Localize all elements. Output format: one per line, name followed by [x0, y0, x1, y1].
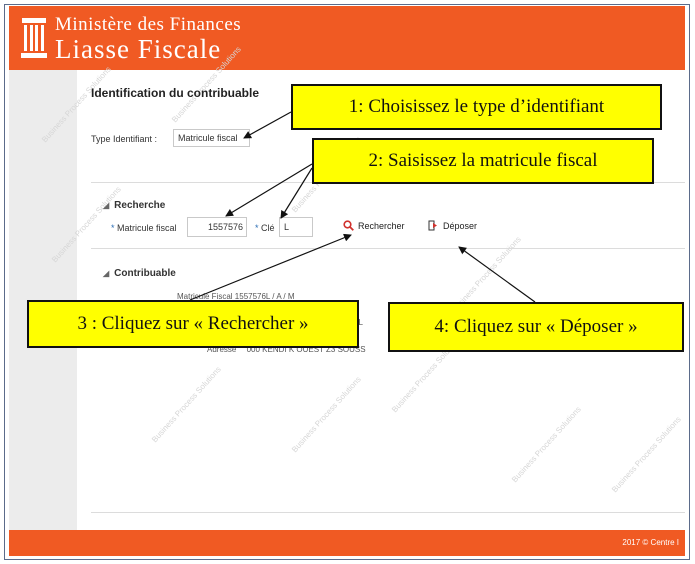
adresse-label: Adresse	[207, 345, 237, 354]
deposer-button-label: Déposer	[443, 220, 478, 231]
rechercher-button[interactable]: Rechercher	[343, 220, 405, 231]
app-footer: 2017 © Centre I	[9, 530, 685, 556]
matricule-fiscal-label-text: Matricule fiscal	[117, 223, 177, 233]
watermark: Business Process Solutions	[289, 374, 363, 455]
cle-input[interactable]: L	[279, 217, 313, 237]
collapse-triangle-icon[interactable]: ◢	[103, 201, 110, 210]
watermark: Business Process Solutions	[609, 414, 683, 495]
callout-step-2: 2: Saisissez la matricule fiscal	[312, 138, 654, 184]
page-title: Identification du contribuable	[91, 86, 259, 100]
deposer-icon	[428, 220, 437, 231]
ministry-logo-icon	[21, 18, 47, 58]
collapse-triangle-icon[interactable]: ◢	[103, 269, 110, 278]
footer-copyright: 2017 © Centre I	[622, 538, 679, 547]
app-header: Ministère des Finances Liasse Fiscale	[9, 6, 685, 70]
contribuable-section-label: Contribuable	[114, 268, 176, 279]
adresse-value: 000 KENDI K OUEST Z3 SOUSS	[246, 345, 366, 354]
watermark: Business Process Solutions	[149, 364, 223, 445]
callout-step-1: 1: Choisissez le type d’identifiant	[291, 84, 662, 130]
type-identifiant-select[interactable]: Matricule fiscal	[173, 129, 250, 147]
recherche-section-header[interactable]: ◢ Recherche	[103, 200, 165, 211]
cle-label: * Clé	[255, 223, 275, 233]
deposer-button[interactable]: Déposer	[428, 220, 477, 231]
required-marker: *	[111, 223, 115, 233]
matricule-fiscal-input[interactable]: 1557576	[187, 217, 247, 237]
section-divider	[91, 248, 685, 249]
required-marker: *	[255, 223, 259, 233]
matricule-fiscal-label: * Matricule fiscal	[111, 223, 177, 233]
contribuable-adresse-row: Adresse 000 KENDI K OUEST Z3 SOUSS	[207, 345, 366, 354]
type-identifiant-label: Type Identifiant :	[91, 134, 158, 144]
section-divider	[91, 512, 685, 513]
contribuable-section-header[interactable]: ◢ Contribuable	[103, 268, 176, 279]
callout-step-3: 3 : Cliquez sur « Rechercher »	[27, 300, 359, 348]
rechercher-button-label: Rechercher	[358, 220, 405, 231]
search-icon	[343, 220, 354, 231]
watermark: Business Process Solutions	[509, 404, 583, 485]
recherche-section-label: Recherche	[114, 200, 166, 211]
cle-label-text: Clé	[261, 223, 275, 233]
callout-step-4: 4: Cliquez sur « Déposer »	[388, 302, 684, 352]
brand-title-line1: Ministère des Finances	[55, 14, 242, 35]
brand-title-line2: Liasse Fiscale	[55, 34, 222, 64]
